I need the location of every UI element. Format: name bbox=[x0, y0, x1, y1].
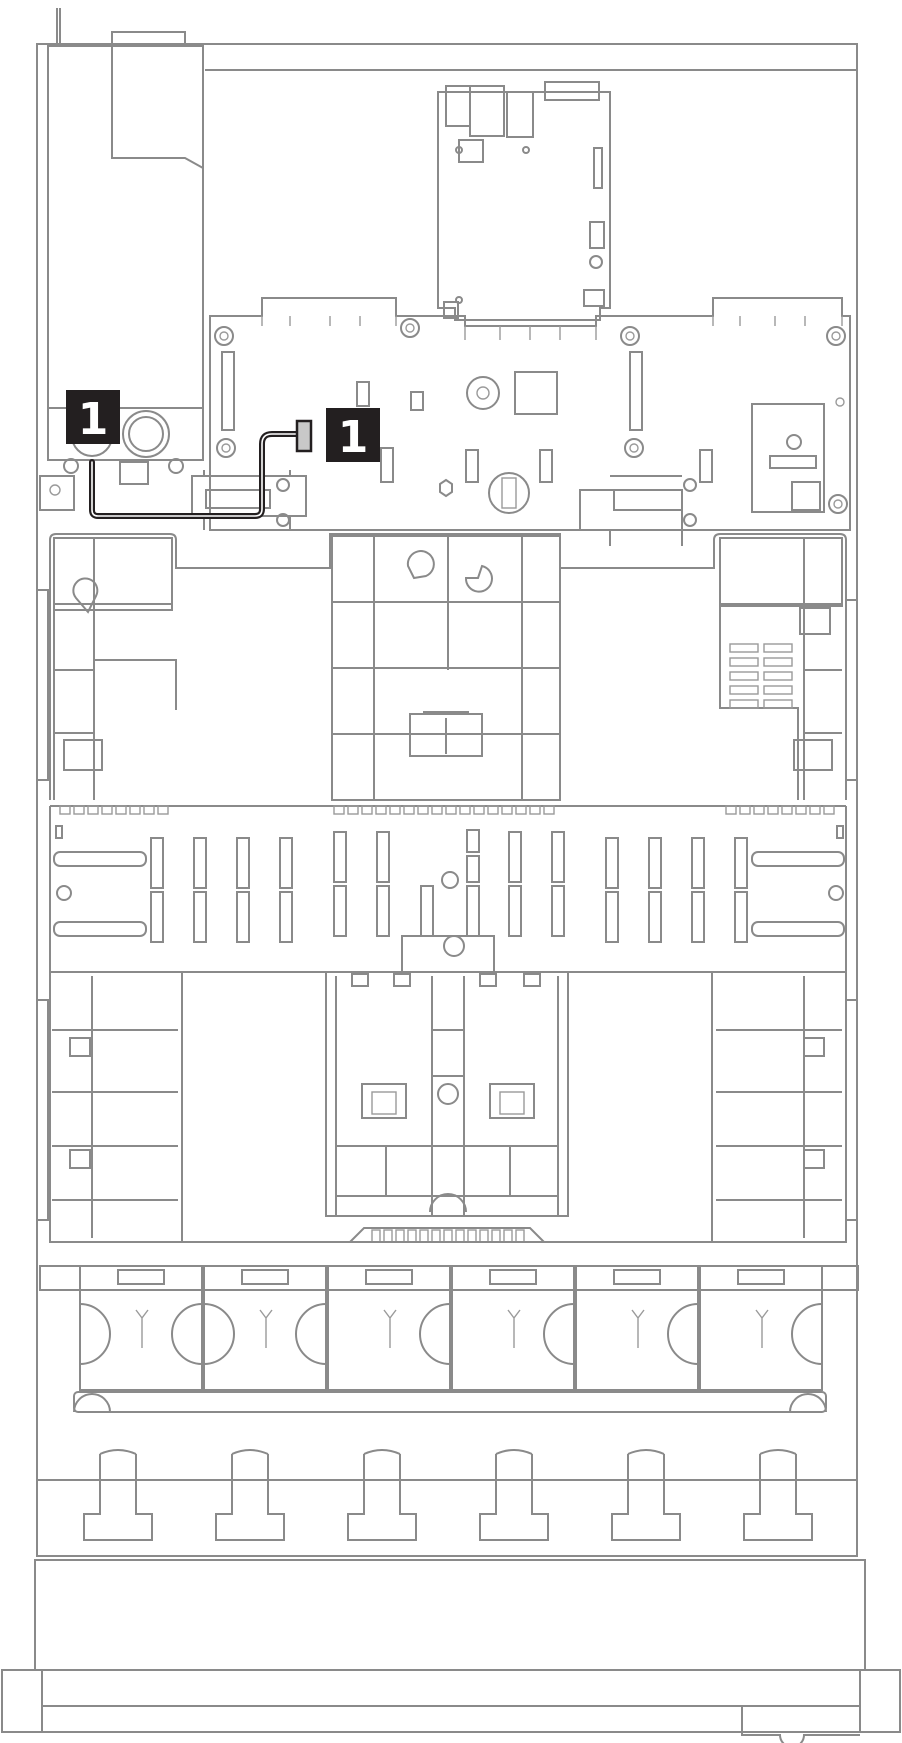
fan-3 bbox=[295, 1265, 451, 1391]
cage-clip-3 bbox=[347, 1449, 417, 1541]
cage-clip-1 bbox=[83, 1449, 153, 1541]
dimm-slots bbox=[150, 829, 748, 943]
fan-cage bbox=[37, 1449, 857, 1541]
vent-slots bbox=[729, 643, 793, 709]
comb-teeth bbox=[371, 1229, 525, 1243]
fan-2 bbox=[171, 1265, 327, 1391]
chassis bbox=[1, 8, 901, 1743]
system-board bbox=[191, 297, 851, 546]
callout-1-right: 1 bbox=[326, 408, 380, 463]
dimm-latch-row bbox=[59, 805, 835, 815]
svg-text:1: 1 bbox=[78, 394, 109, 445]
fan-modules bbox=[39, 1265, 859, 1413]
power-cable bbox=[89, 419, 313, 519]
fan-5 bbox=[543, 1265, 699, 1391]
fan-4 bbox=[419, 1265, 575, 1391]
memory-section bbox=[49, 805, 847, 973]
cage-clip-2 bbox=[215, 1449, 285, 1541]
fan-1 bbox=[79, 1265, 203, 1391]
cage-clip-5 bbox=[611, 1449, 681, 1541]
controller-card bbox=[437, 81, 611, 321]
air-baffle bbox=[38, 533, 856, 801]
svg-text:1: 1 bbox=[338, 412, 369, 463]
cage-clip-6 bbox=[743, 1449, 813, 1541]
power-supply-unit bbox=[39, 31, 204, 511]
callout-1-left: 1 bbox=[66, 390, 120, 445]
fan-6 bbox=[667, 1265, 823, 1391]
cage-clip-4 bbox=[479, 1449, 549, 1541]
lower-air-baffle bbox=[38, 935, 856, 1243]
cable-connector bbox=[295, 419, 313, 453]
